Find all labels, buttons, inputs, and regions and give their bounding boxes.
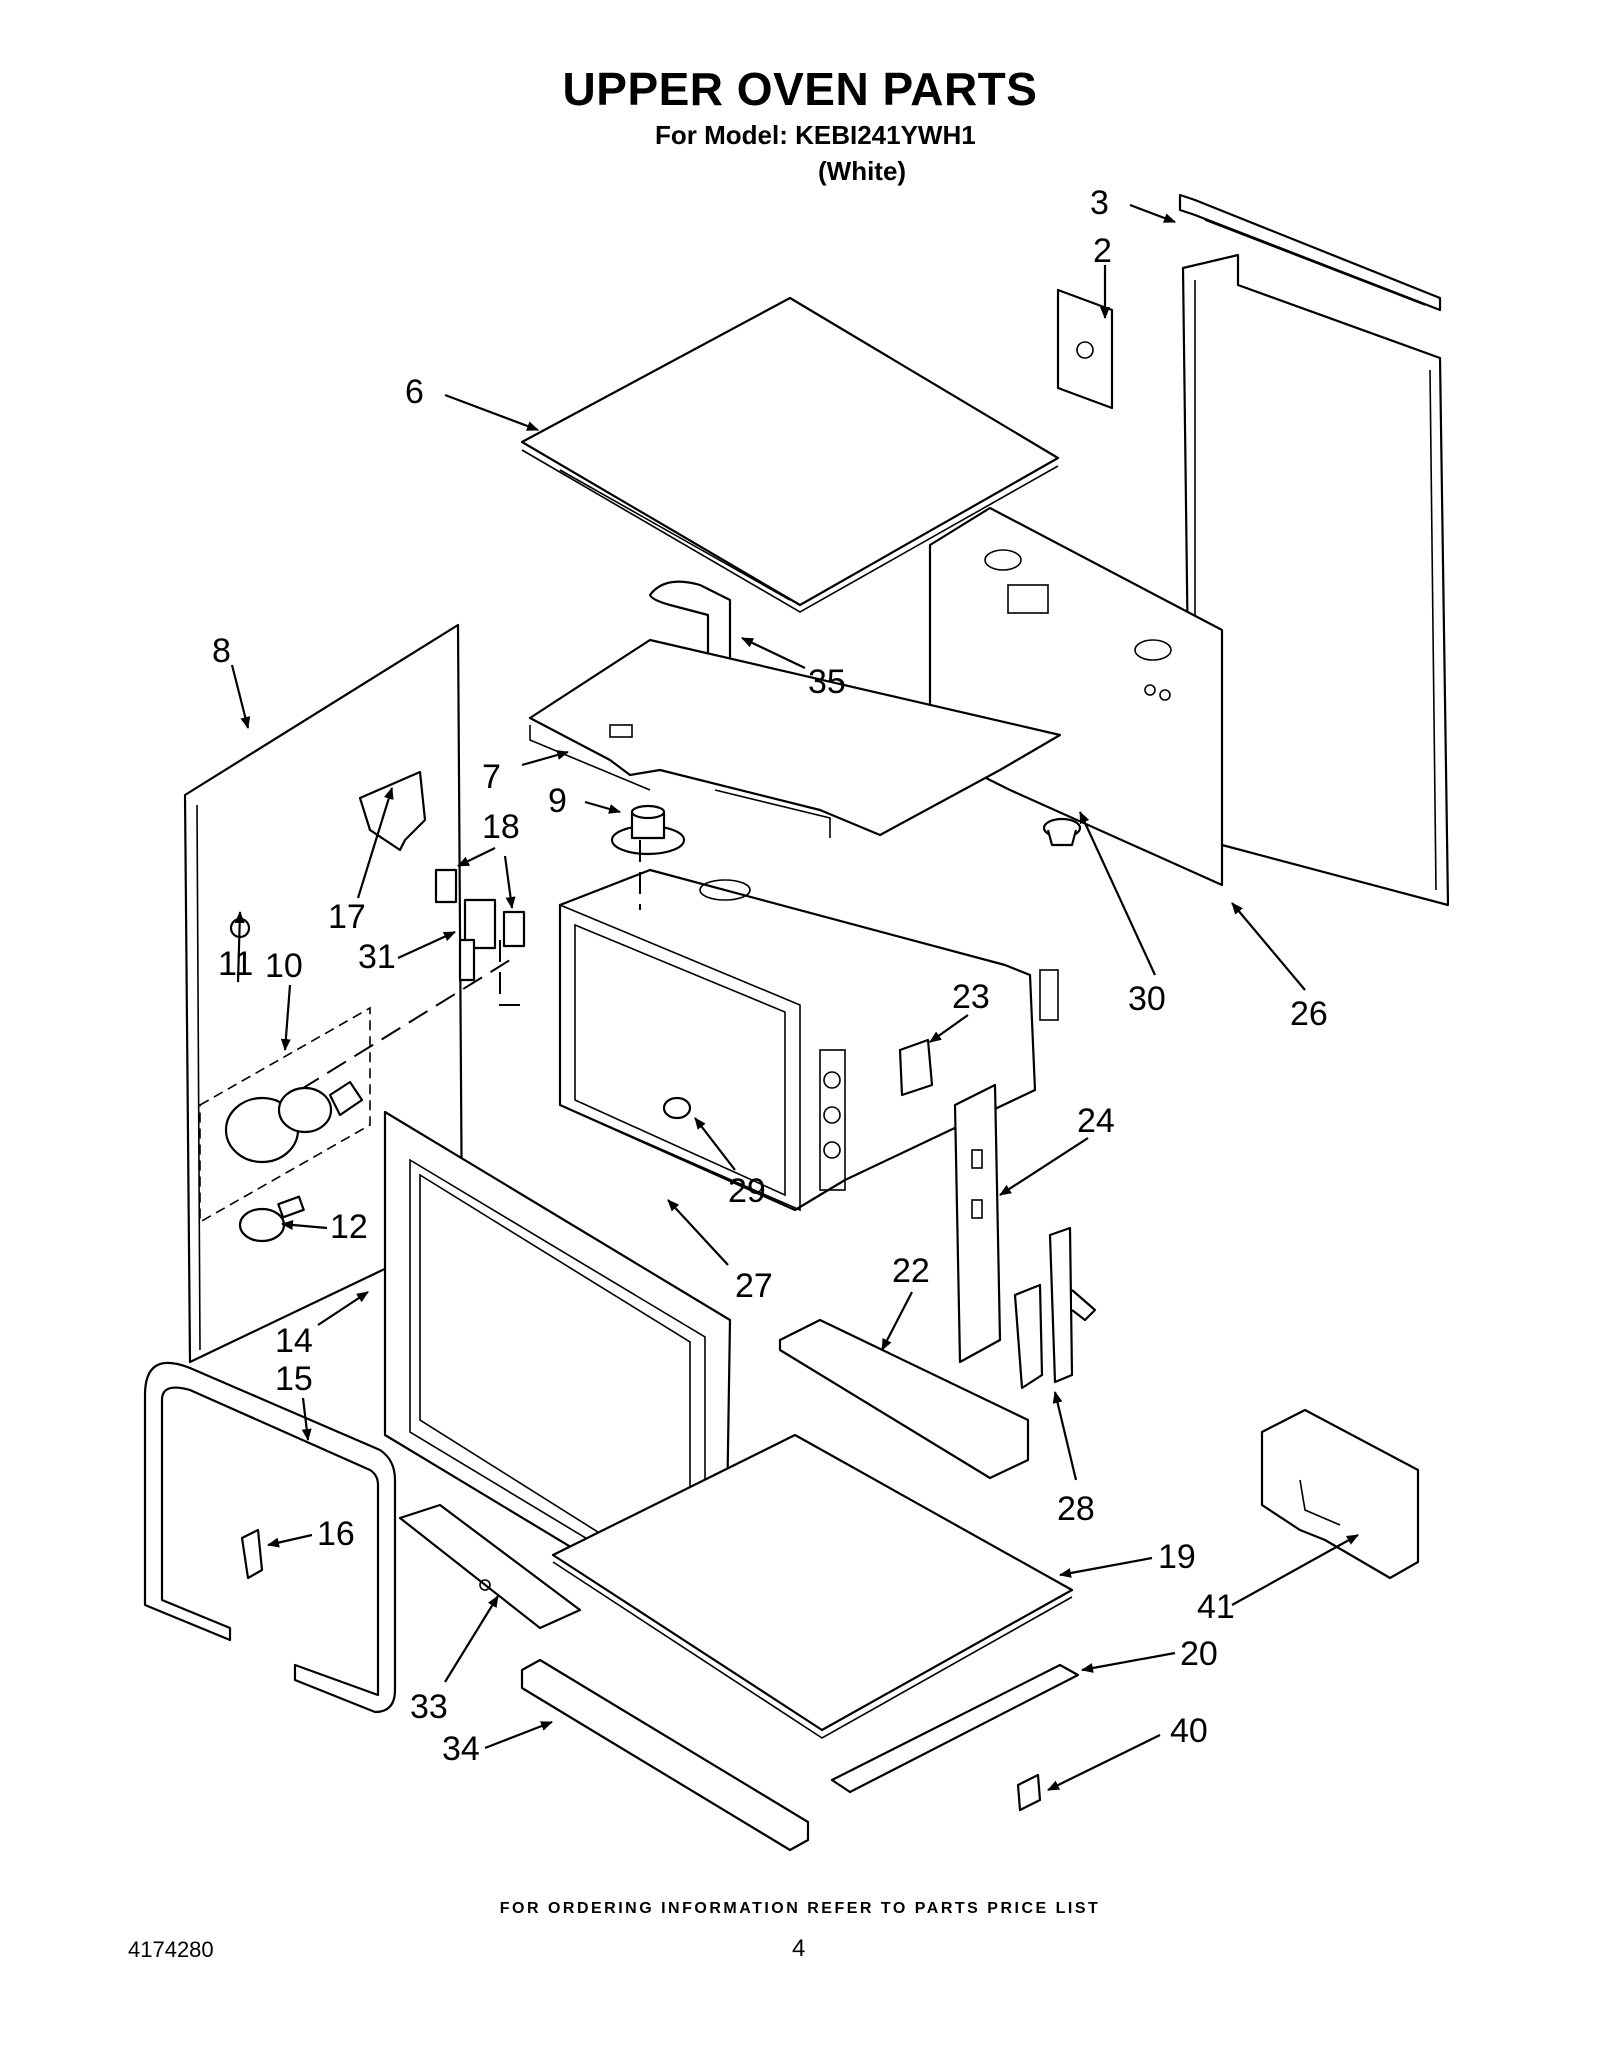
document-number: 4174280 [128, 1937, 214, 1962]
callout-23: 23 [952, 978, 990, 1016]
callout-labels: 3 2 6 8 35 7 9 18 17 31 11 10 30 26 23 2… [212, 184, 1328, 1768]
callout-9: 9 [548, 782, 567, 820]
callout-7: 7 [482, 758, 501, 796]
callout-26: 26 [1290, 995, 1328, 1033]
switch-part-18 [434, 868, 526, 948]
side-rail [778, 1318, 1030, 1480]
top-panel [520, 296, 1060, 613]
color-variant-label: (White) [818, 156, 907, 186]
callout-16: 16 [317, 1515, 355, 1553]
leader-arrows [230, 203, 1359, 1791]
vent-cap [610, 804, 686, 856]
callout-28: 28 [1057, 1490, 1095, 1528]
callout-2: 2 [1093, 232, 1112, 270]
hinge-bracket [953, 1083, 1002, 1364]
bracket-part-23 [898, 1038, 934, 1097]
callout-31: 31 [358, 938, 396, 976]
callout-24: 24 [1077, 1102, 1115, 1140]
callout-10: 10 [265, 947, 303, 985]
callout-15: 15 [275, 1360, 313, 1398]
door-gasket [143, 1361, 397, 1714]
bottom-panel [551, 1433, 1074, 1739]
page-number: 4 [792, 1935, 806, 1962]
callout-20: 20 [1180, 1635, 1218, 1673]
callout-33: 33 [410, 1688, 448, 1726]
bracket-part-33 [398, 1503, 582, 1630]
page-title: UPPER OVEN PARTS [562, 63, 1038, 115]
bracket-part-17 [358, 770, 427, 852]
callout-18: 18 [482, 808, 520, 846]
callout-3: 3 [1090, 184, 1109, 222]
lower-rail [520, 1658, 810, 1852]
light-assembly [199, 917, 371, 1224]
callout-11: 11 [218, 945, 253, 983]
callout-17: 17 [328, 898, 366, 936]
callout-12: 12 [330, 1208, 368, 1246]
gasket-clip [240, 1528, 264, 1580]
front-rail [830, 1663, 1080, 1794]
bracket-part-2 [1056, 288, 1114, 410]
callout-29: 29 [728, 1172, 766, 1210]
callout-19: 19 [1158, 1538, 1196, 1576]
dashed-leader-b [299, 959, 511, 1091]
callout-30: 30 [1128, 980, 1166, 1018]
callout-14: 14 [275, 1322, 313, 1360]
cavity-plug [662, 1096, 692, 1120]
plug-part-30 [1042, 817, 1082, 847]
callout-40: 40 [1170, 1712, 1208, 1750]
callout-41: 41 [1197, 1588, 1235, 1626]
dashed-leader-a [499, 940, 520, 1006]
callout-6: 6 [405, 373, 424, 411]
callout-8: 8 [212, 632, 231, 670]
door-hinge [1013, 1226, 1097, 1390]
rear-top-trim [1178, 193, 1442, 312]
bracket-part-41 [1260, 1408, 1420, 1580]
callout-22: 22 [892, 1252, 930, 1290]
oven-cavity [558, 868, 1059, 1212]
callout-34: 34 [442, 1730, 480, 1768]
oven-top-shield [528, 638, 1062, 838]
model-label: For Model: KEBI241YWH1 [655, 120, 976, 150]
clip-part-40 [1016, 1773, 1042, 1812]
callout-35: 35 [808, 663, 846, 701]
ordering-note: FOR ORDERING INFORMATION REFER TO PARTS … [499, 1900, 1101, 1917]
callout-27: 27 [735, 1267, 773, 1305]
switch-part-31 [458, 898, 497, 982]
